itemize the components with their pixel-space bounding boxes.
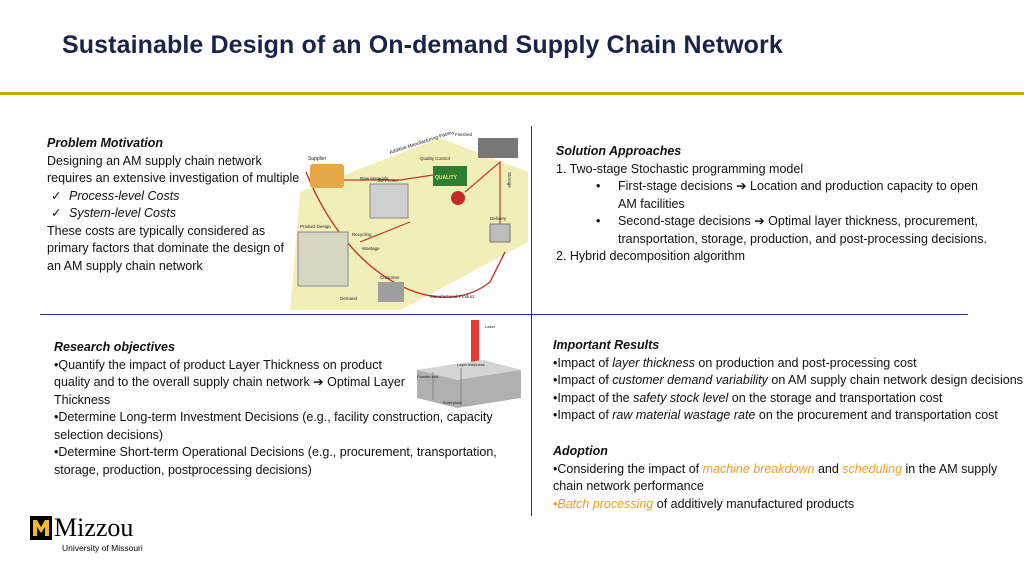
laser-beam	[471, 320, 479, 364]
research-objectives-heading: Research objectives	[54, 340, 175, 354]
customer-icon	[378, 282, 404, 302]
solution-subitem-second-stage: • Second-stage decisions ➔ Optimal layer…	[596, 214, 987, 246]
label-laser: Laser	[485, 324, 496, 329]
result-item: •Impact of customer demand variability o…	[553, 373, 1023, 387]
adoption-line-2: chain network performance	[553, 479, 704, 493]
problem-body-line: primary factors that dominate the design…	[47, 241, 284, 255]
adoption-line-3: •Batch processing of additively manufact…	[553, 496, 855, 511]
research-line: storage, production, postprocessing deci…	[54, 462, 312, 477]
solution-subitem-first-stage: • First-stage decisions ➔ Location and p…	[596, 179, 978, 211]
bullet-icon: •	[596, 179, 601, 193]
title-divider	[0, 92, 1024, 95]
important-results-section: Important Results •Impact of layer thick…	[553, 337, 1023, 425]
label-finished: Finished	[455, 132, 473, 137]
research-line: •Determine Long-term Investment Decision…	[54, 410, 493, 424]
logo-wordmark: Mizzou	[54, 513, 134, 542]
facility-region	[290, 138, 528, 310]
inspection-icon	[451, 191, 465, 205]
adoption-line-1: •Considering the impact of machine break…	[553, 461, 998, 476]
powder-bed-top	[417, 360, 521, 380]
label-recycling: Recycling	[352, 232, 372, 237]
supplier-icon	[310, 164, 344, 188]
logo-subtitle: University of Missouri	[62, 543, 143, 553]
research-objectives-section: Research objectives •Quantify the impact…	[54, 339, 499, 479]
product-design-icon	[297, 231, 349, 287]
am-supply-chain-diagram: Supplier Raw Materials Additive Manufact…	[290, 132, 528, 310]
label-printer: 3D Printer	[378, 178, 399, 183]
solution-approaches-section: Solution Approaches 1. Two-stage Stochas…	[556, 143, 996, 266]
important-results-heading: Important Results	[553, 338, 660, 352]
research-line: Thickness	[54, 392, 111, 407]
laser-layer-illustration: Laser Powder bed Layer thickness Build p…	[417, 320, 521, 408]
label-powder-bed: Powder bed	[417, 374, 438, 379]
adoption-section: Adoption •Considering the impact of mach…	[553, 443, 1003, 513]
check-item: ✓Process-level Costs	[47, 188, 292, 206]
adoption-heading: Adoption	[553, 444, 608, 458]
label-demand: Demand	[340, 296, 358, 301]
label-customer: Customer	[380, 275, 400, 280]
label-raw-materials: Raw Materials	[360, 176, 389, 181]
label-wastage: Wastage	[362, 246, 380, 251]
flow-arrow-recycle	[359, 221, 411, 243]
label-delivery: Delivery	[490, 216, 507, 221]
problem-line-1: Designing an AM supply chain network	[47, 153, 262, 168]
problem-body-line: These costs are typically considered as	[47, 223, 266, 238]
mizzou-m-icon	[30, 516, 52, 540]
check-icon: ✓	[51, 188, 62, 203]
problem-motivation-section: Problem Motivation Designing an AM suppl…	[47, 135, 300, 275]
problem-body-line: an AM supply chain network	[47, 258, 203, 273]
solution-item-2: 2. Hybrid decomposition algorithm	[556, 249, 745, 263]
flow-arrow-delivery	[464, 160, 501, 227]
bullet-icon: •	[596, 214, 601, 228]
label-layer-thickness: Layer thickness	[457, 362, 485, 367]
check-item: ✓System-level Costs	[47, 205, 292, 223]
delivery-icon	[489, 223, 511, 243]
quadrant-vertical-divider	[531, 126, 532, 516]
research-line: •Quantify the impact of product Layer Th…	[54, 357, 382, 372]
finished-product-icon	[478, 138, 518, 158]
check-icon: ✓	[51, 206, 62, 220]
label-storage: Storage	[507, 172, 512, 188]
problem-line-2: requires an extensive investigation of m…	[47, 171, 300, 185]
research-line: •Determine Short-term Operational Decisi…	[54, 445, 497, 459]
label-quality-control: Quality Control	[420, 156, 450, 161]
label-quality: QUALITY	[435, 175, 458, 181]
label-manufactured-product: Manufactured Product	[430, 294, 475, 299]
flow-arrow-raw	[330, 173, 441, 181]
problem-motivation-heading: Problem Motivation	[47, 136, 163, 150]
label-product-design: Product Design	[300, 224, 331, 229]
quality-icon	[433, 166, 467, 186]
research-line: selection decisions)	[54, 427, 164, 442]
slide-title: Sustainable Design of an On-demand Suppl…	[62, 31, 783, 59]
result-item: •Impact of the safety stock level on the…	[553, 390, 943, 405]
result-item: •Impact of layer thickness on production…	[553, 355, 917, 370]
research-line: quality and to the overall supply chain …	[54, 375, 405, 389]
label-build-plate: Build plate	[443, 400, 462, 405]
solution-approaches-heading: Solution Approaches	[556, 144, 682, 158]
solution-item-1: 1. Two-stage Stochastic programming mode…	[556, 161, 804, 176]
result-item: •Impact of raw material wastage rate on …	[553, 408, 998, 422]
label-supplier: Supplier	[308, 156, 327, 162]
printer-icon	[369, 183, 409, 219]
quadrant-horizontal-divider	[40, 314, 968, 315]
